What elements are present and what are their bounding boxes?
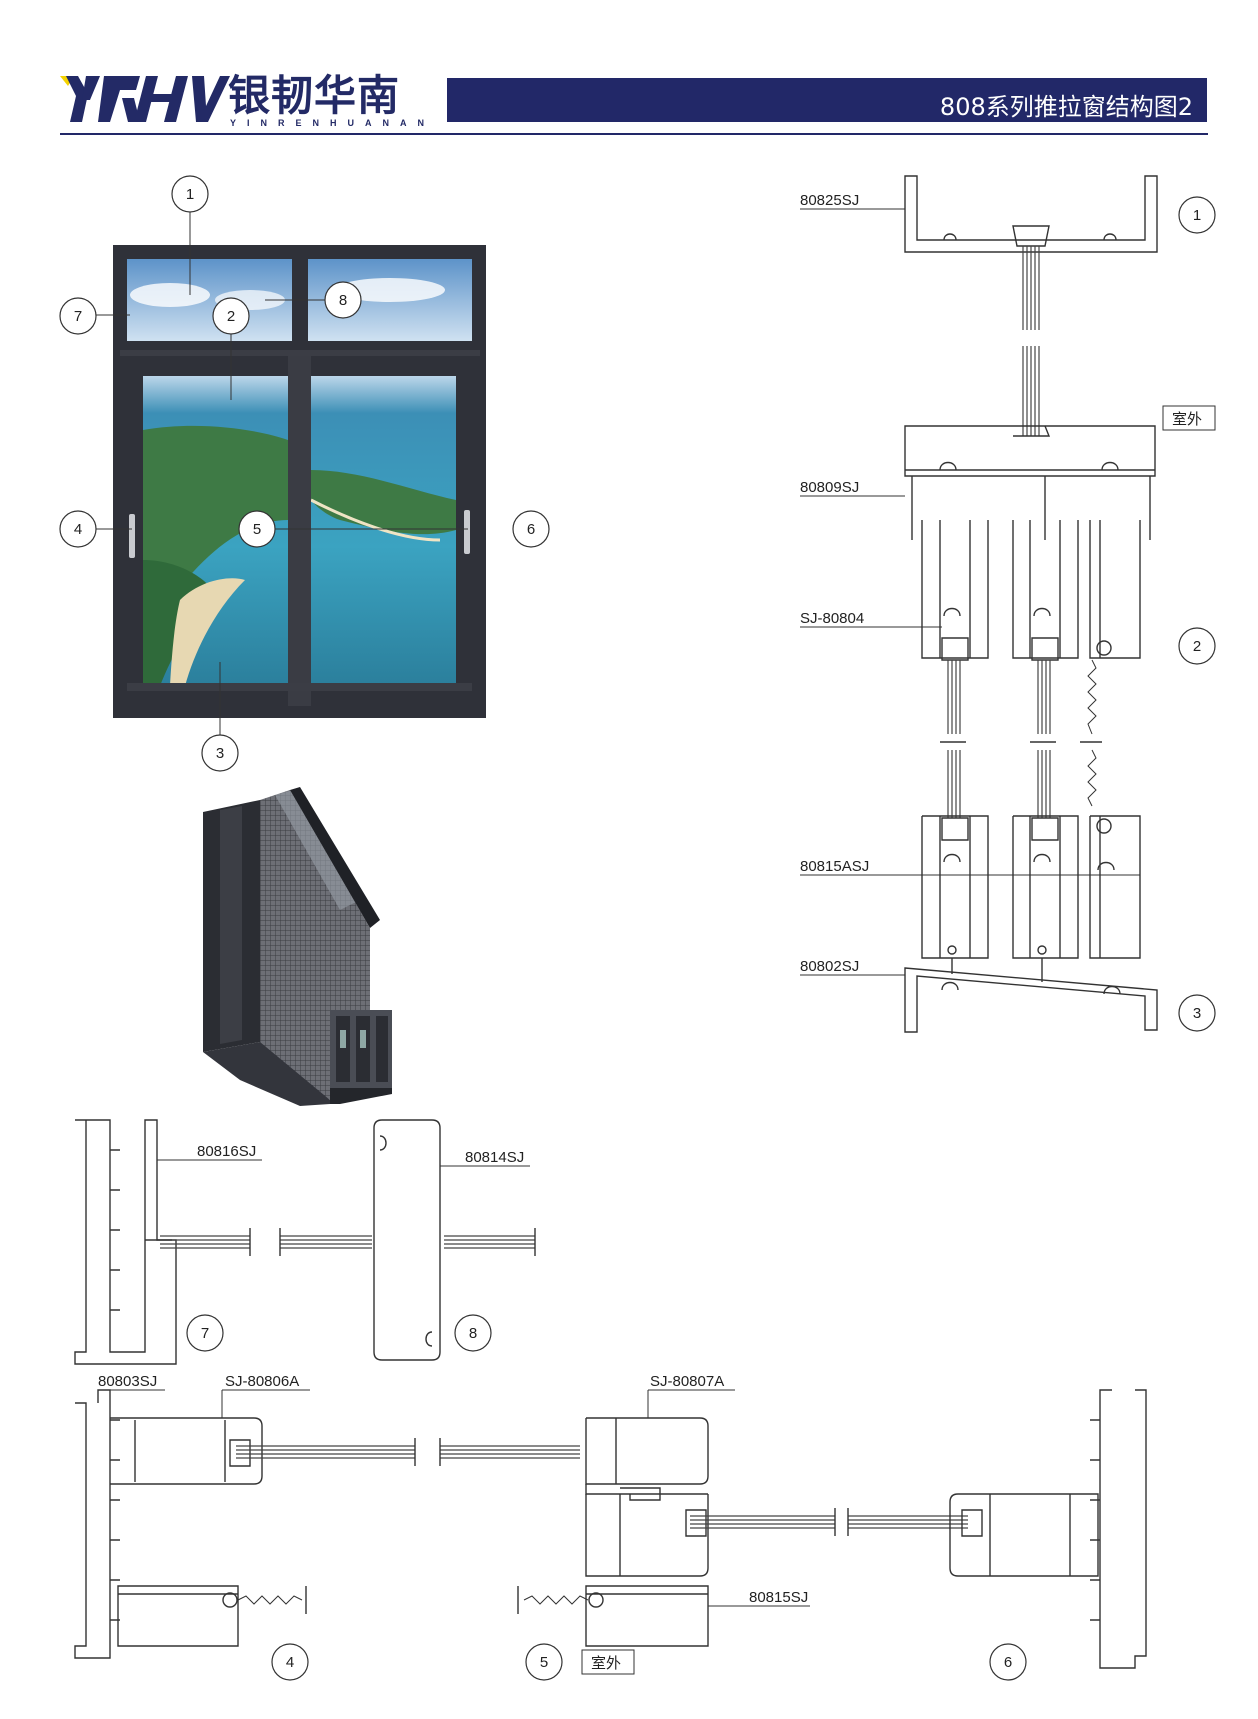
section-callout-3: 3 [1193,1005,1201,1022]
detail-callout-7: 7 [201,1325,209,1342]
section-callout-4: 4 [286,1654,294,1671]
vertical-section: 80825SJ 80809SJ SJ-80804 80815ASJ 80802S… [800,175,1216,1033]
callout-3: 3 [216,745,224,762]
outdoor-label-vertical: 室外 [1172,410,1202,428]
callout-5: 5 [253,521,261,538]
callout-6: 6 [527,521,535,538]
detail-callout-8: 8 [469,1325,477,1342]
title-bar: 808系列推拉窗结构图2 [447,78,1207,122]
label-80825SJ: 80825SJ [800,192,859,209]
profile-3d-render [203,787,392,1106]
window-callout-leaders [96,207,468,735]
transom-detail: 80816SJ 80814SJ 7 8 [74,1119,536,1365]
section-callout-5: 5 [540,1654,548,1671]
section-callout-1: 1 [1193,207,1201,224]
callout-2: 2 [227,308,235,325]
callout-4: 4 [74,521,82,538]
label-SJ-80804: SJ-80804 [800,610,864,627]
outdoor-label-horizontal: 室外 [591,1654,621,1672]
callout-7: 7 [74,308,82,325]
label-SJ-80806A: SJ-80806A [225,1373,299,1390]
horizontal-section: 80803SJ SJ-80806A SJ-80807A 80815SJ 室外 4… [74,1373,1147,1681]
brand-name-en: YINRENHUANAN [230,118,436,128]
page-title: 808系列推拉窗结构图2 [939,93,1193,121]
brand-name-cn: 银韧华南 [228,71,401,120]
label-80803SJ: 80803SJ [98,1373,157,1390]
label-80802SJ: 80802SJ [800,958,859,975]
window-elevation [113,245,486,718]
label-80809SJ: 80809SJ [800,479,859,496]
window-callouts: 1 2 3 4 5 6 7 8 [59,175,550,772]
callout-1: 1 [186,186,194,203]
brand-logo-icon [60,76,230,122]
label-80814SJ: 80814SJ [465,1149,524,1166]
label-80815SJ: 80815SJ [749,1589,808,1606]
label-80816SJ: 80816SJ [197,1143,256,1160]
section-callout-6: 6 [1004,1654,1012,1671]
label-SJ-80807A: SJ-80807A [650,1373,724,1390]
header-divider [60,133,1208,135]
label-80815ASJ: 80815ASJ [800,858,869,875]
callout-8: 8 [339,292,347,309]
page-header: 银韧华南 YINRENHUANAN 808系列推拉窗结构图2 [0,0,1258,140]
section-callout-2: 2 [1193,638,1201,655]
